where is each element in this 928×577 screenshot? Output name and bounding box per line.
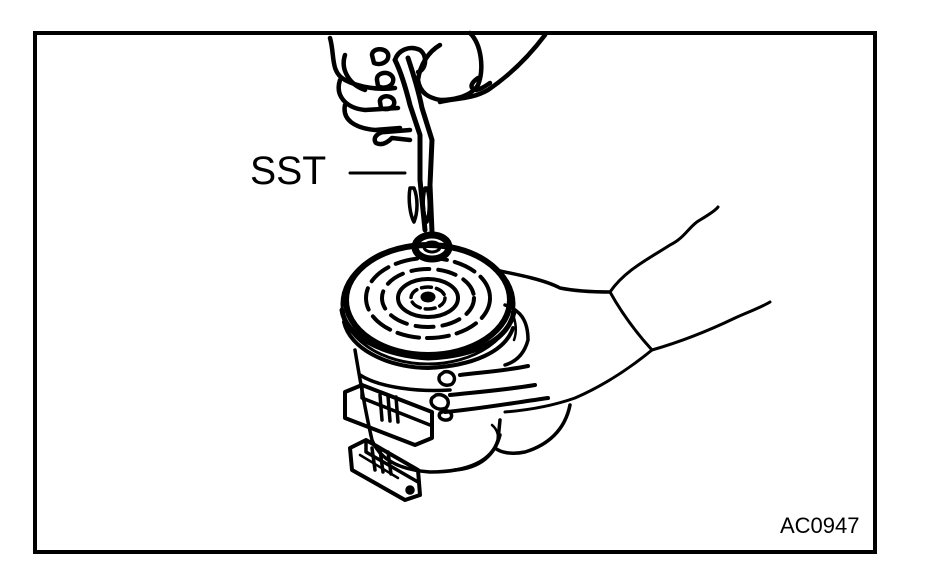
special-service-tool-icon <box>372 45 453 263</box>
figure-code: AC0947 <box>780 513 860 538</box>
compressor-body-icon <box>343 348 502 502</box>
clutch-pulley-icon <box>339 242 530 370</box>
upper-hand-icon <box>327 30 548 133</box>
lower-hand-icon <box>429 205 772 455</box>
sst-callout-label: SST <box>250 149 327 193</box>
